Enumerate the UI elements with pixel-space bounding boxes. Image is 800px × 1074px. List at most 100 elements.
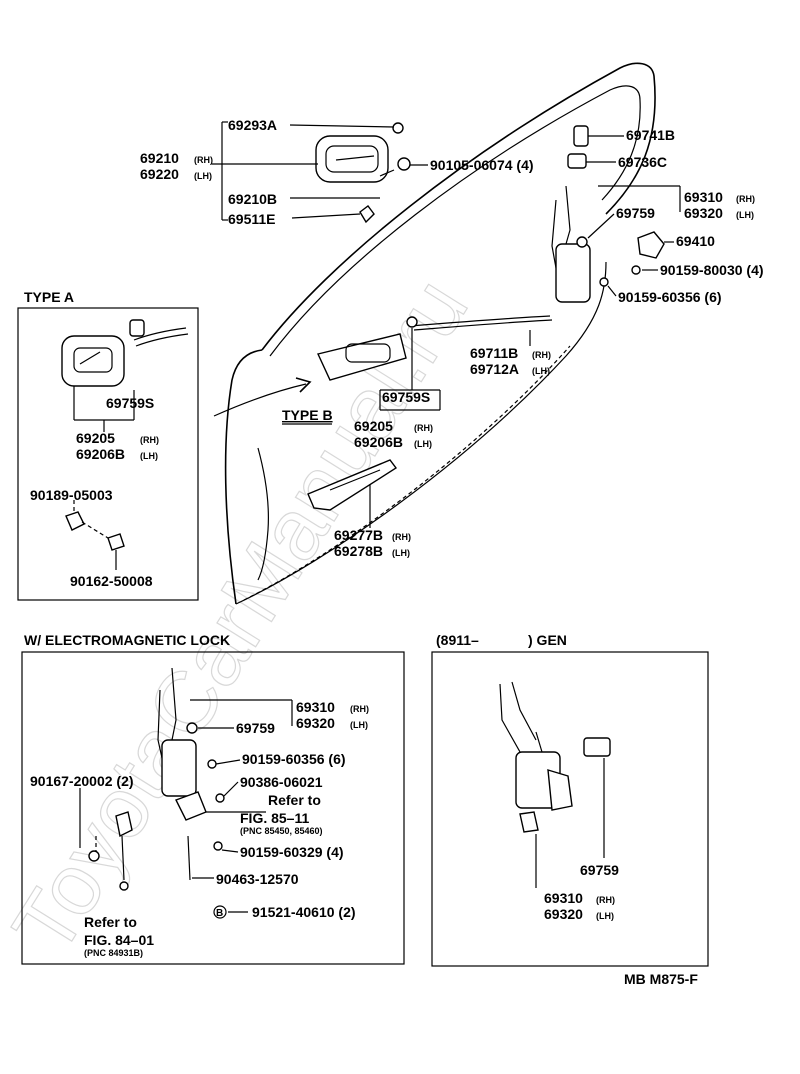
rod-clip-part xyxy=(392,122,404,134)
label-90159-60356-e: 90159-60356 (6) xyxy=(242,751,346,767)
screw-part-2 xyxy=(631,265,641,275)
label-91521: 91521-40610 (2) xyxy=(252,904,356,920)
label-69277b-rh: (RH) xyxy=(392,532,411,542)
label-69320-top-lh: (LH) xyxy=(736,210,754,220)
gen-lock-group xyxy=(499,681,611,888)
label-90105: 90105-06074 (4) xyxy=(430,157,534,173)
label-69320-e: 69320 xyxy=(296,715,335,731)
section-gen-suffix: ) GEN xyxy=(528,632,567,648)
label-69206b-b-lh: (LH) xyxy=(414,439,432,449)
section-type-b: TYPE B xyxy=(282,407,333,423)
label-69278b-lh: (LH) xyxy=(392,548,410,558)
lock-cylinder-part xyxy=(573,125,589,147)
label-69310-gen-rh: (RH) xyxy=(596,895,615,905)
label-69712a: 69712A xyxy=(470,361,519,377)
label-90386: 90386-06021 xyxy=(240,774,323,790)
connector-part xyxy=(119,881,129,891)
rod-connector-part xyxy=(129,319,145,337)
electromagnetic-lock-box xyxy=(21,651,405,965)
label-69511e: 69511E xyxy=(228,211,276,227)
label-69320-gen-lh: (LH) xyxy=(596,911,614,921)
label-69206b-a-lh: (LH) xyxy=(140,451,158,461)
label-69220-lh: (LH) xyxy=(194,171,212,181)
label-69310-top: 69310 xyxy=(684,189,723,205)
label-69278b: 69278B xyxy=(334,543,383,559)
label-90189: 90189-05003 xyxy=(30,487,113,503)
label-90162: 90162-50008 xyxy=(70,573,153,589)
section-type-a: TYPE A xyxy=(24,289,74,305)
label-90159-80030: 90159-80030 (4) xyxy=(660,262,764,278)
screw-part xyxy=(397,157,411,171)
label-69293a: 69293A xyxy=(228,117,277,133)
inside-handle-a-part xyxy=(61,335,125,387)
rod-clip-gen-part xyxy=(583,737,611,757)
label-refer-to-84: Refer to xyxy=(84,914,137,930)
label-69759s-b: 69759S xyxy=(382,389,430,405)
footer-code: MB M875-F xyxy=(624,971,698,987)
label-69205-a-rh: (RH) xyxy=(140,435,159,445)
striker-part xyxy=(637,231,665,259)
label-pnc-84: (PNC 84931B) xyxy=(84,948,143,958)
label-69759s-a: 69759S xyxy=(106,395,154,411)
outside-handle-part xyxy=(315,135,389,183)
rod-clip-e-part xyxy=(186,722,198,734)
label-refer-to-85: Refer to xyxy=(268,792,321,808)
screw-part-3 xyxy=(599,277,609,287)
rod-clip-part-2 xyxy=(576,236,588,248)
label-69310-gen: 69310 xyxy=(544,890,583,906)
label-69310-e-rh: (RH) xyxy=(350,704,369,714)
label-90159-60329: 90159-60329 (4) xyxy=(240,844,344,860)
cap-part xyxy=(65,511,85,531)
clip-part xyxy=(359,205,375,224)
screw-e-part xyxy=(88,850,100,862)
label-69310-top-rh: (RH) xyxy=(736,194,755,204)
screw-e-part-4 xyxy=(213,841,223,851)
screw-a-part xyxy=(107,533,125,551)
label-69759-top: 69759 xyxy=(616,205,655,221)
connector-gen-part xyxy=(519,811,539,833)
inside-handle-type-b xyxy=(317,316,441,411)
label-69220: 69220 xyxy=(140,166,179,182)
bezel-group xyxy=(307,459,398,528)
section-electromagnetic-lock: W/ ELECTROMAGNETIC LOCK xyxy=(24,632,230,648)
label-pnc-85: (PNC 85450, 85460) xyxy=(240,826,323,836)
label-69410: 69410 xyxy=(676,233,715,249)
label-69210-rh: (RH) xyxy=(194,155,213,165)
label-69210: 69210 xyxy=(140,150,179,166)
label-90159-60356-top: 90159-60356 (6) xyxy=(618,289,722,305)
label-90463: 90463-12570 xyxy=(216,871,299,887)
inside-handle-part xyxy=(317,333,407,381)
label-69205-b-rh: (RH) xyxy=(414,423,433,433)
motor-part xyxy=(547,769,573,811)
switch-part xyxy=(115,811,133,838)
label-69759-gen: 69759 xyxy=(580,862,619,878)
label-69206b-a: 69206B xyxy=(76,446,125,462)
label-69210b: 69210B xyxy=(228,191,277,207)
electromagnetic-lock-group xyxy=(79,667,293,919)
label-69310-e: 69310 xyxy=(296,699,335,715)
label-90167: 90167-20002 (2) xyxy=(30,773,134,789)
door-outline xyxy=(213,62,656,605)
outside-handle-group xyxy=(212,121,428,224)
label-69320-e-lh: (LH) xyxy=(350,720,368,730)
gen-box xyxy=(431,651,709,967)
label-69711b: 69711B xyxy=(470,345,518,361)
label-69759-e: 69759 xyxy=(236,720,275,736)
type-a-box xyxy=(17,307,199,601)
screw-e-part-2 xyxy=(207,759,217,769)
label-69205-a: 69205 xyxy=(76,430,115,446)
label-fig-84-01: FIG. 84–01 xyxy=(84,932,154,948)
label-69736c: 69736C xyxy=(618,154,667,170)
section-gen-prefix: (8911– xyxy=(436,632,479,648)
label-69741b: 69741B xyxy=(626,127,675,143)
screw-e-part-3 xyxy=(215,793,225,803)
label-69711b-rh: (RH) xyxy=(532,350,551,360)
door-lock-part xyxy=(555,243,591,303)
label-69206b-b: 69206B xyxy=(354,434,403,450)
label-69205-b: 69205 xyxy=(354,418,393,434)
lock-assembly-top xyxy=(409,125,681,346)
label-69320-gen: 69320 xyxy=(544,906,583,922)
lock-e-part xyxy=(161,739,197,797)
rod-clip-part-3 xyxy=(406,316,418,328)
